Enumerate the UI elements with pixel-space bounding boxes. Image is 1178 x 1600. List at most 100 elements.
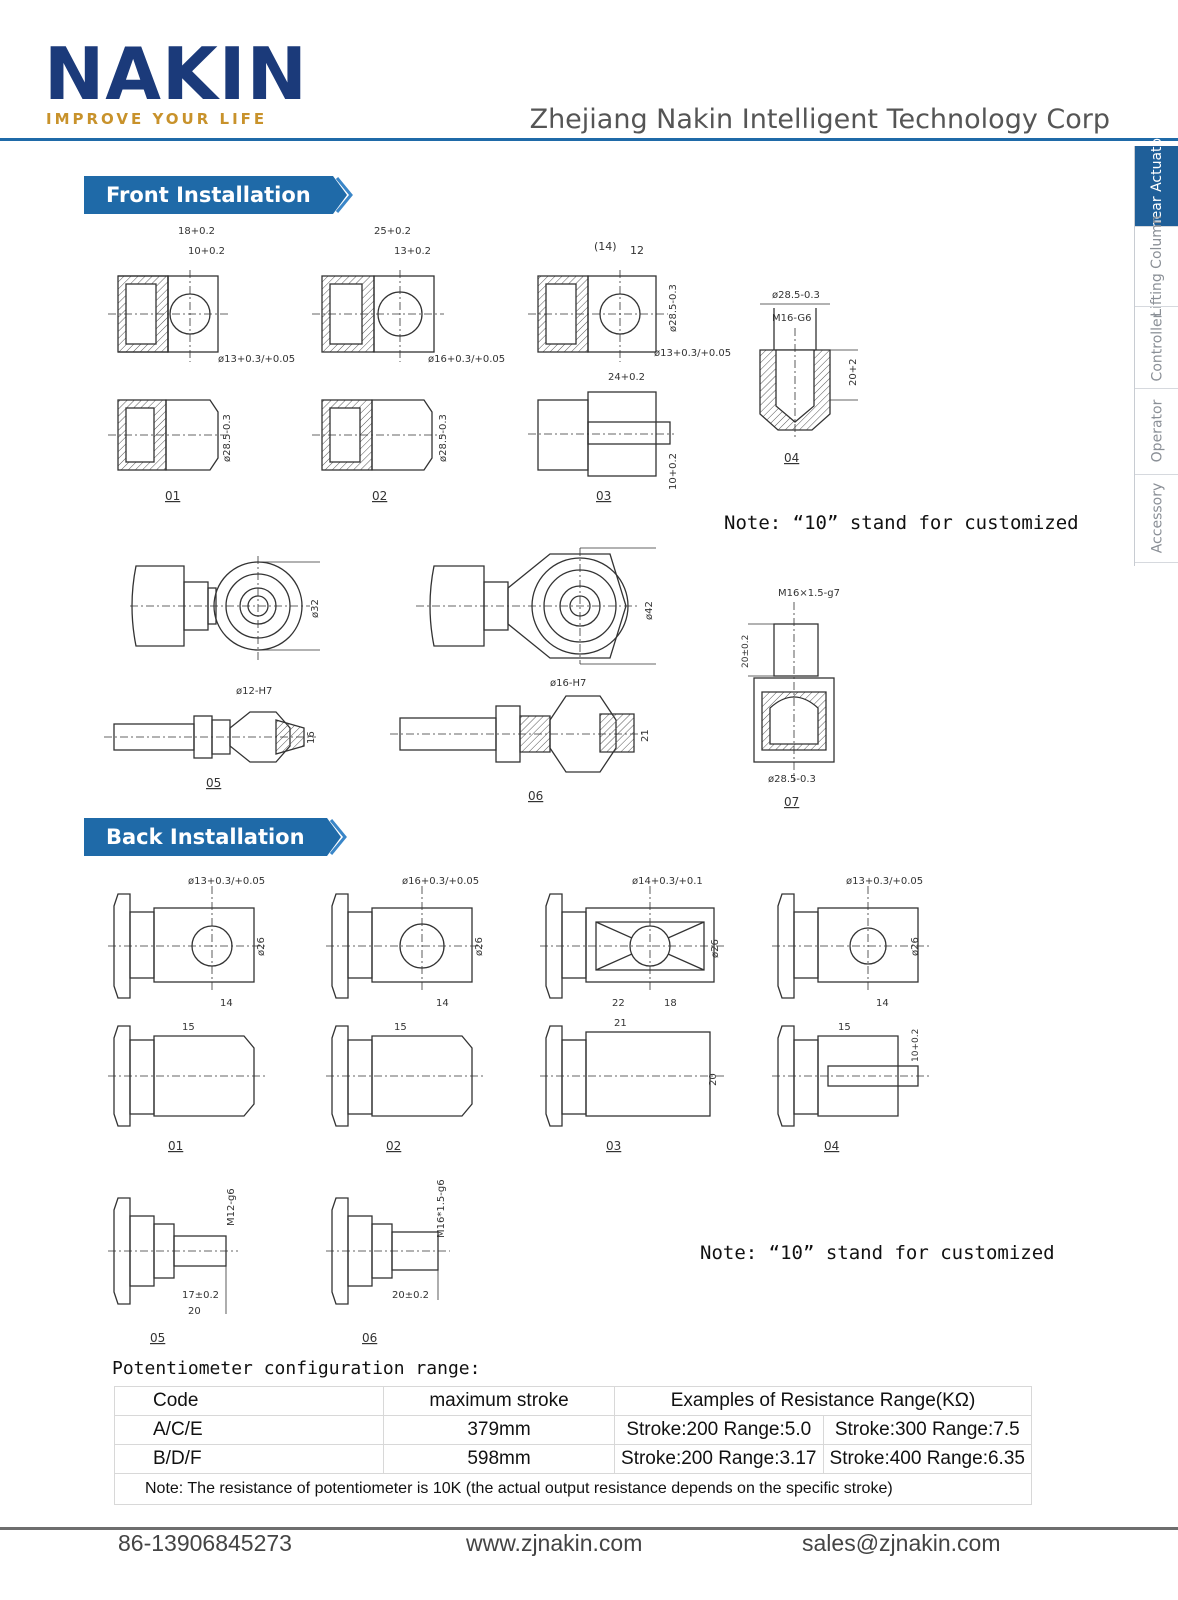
table-cell: Stroke:200 Range:5.0 [614, 1415, 824, 1445]
dim-label: 20 [188, 1306, 201, 1317]
dim-label: M16*1.5-g6 [436, 1179, 447, 1238]
dim-label: 12 [630, 244, 644, 257]
dim-label: 21 [640, 729, 651, 742]
footer-email-link[interactable]: sales@zjnakin.com [802, 1530, 1001, 1556]
back-drawing-03: ø14+0.3/+0.1 ø26 22 18 21 20 03 [540, 876, 726, 1153]
table-note: Note: The resistance of potentiometer is… [114, 1473, 1032, 1505]
drawing-label: 03 [606, 1139, 621, 1153]
dim-label: 14 [436, 998, 449, 1009]
potentiometer-title: Potentiometer configuration range: [112, 1358, 481, 1379]
dim-label: ø26 [710, 939, 721, 958]
dim-label: 20+2 [848, 359, 859, 386]
dim-label: 13+0.2 [394, 246, 431, 257]
table-note-row: Note: The resistance of potentiometer is… [114, 1473, 1032, 1505]
dim-label: M12-g6 [226, 1188, 237, 1226]
front-drawing-06: ø42 ø16-H7 21 06 [390, 547, 656, 803]
dim-label: ø13+0.3/+0.05 [188, 876, 265, 887]
table-cell: Stroke:300 Range:7.5 [822, 1415, 1032, 1445]
dim-label: ø13+0.3/+0.05 [846, 876, 923, 887]
dim-label: ø16+0.3/+0.05 [402, 876, 479, 887]
front-drawing-05: ø32 ø12-H7 16 05 [104, 556, 321, 790]
dim-label: 18+0.2 [178, 226, 215, 237]
dim-label: 14 [220, 998, 233, 1009]
dim-label: 21 [614, 1018, 627, 1029]
dim-label: ø42 [644, 601, 655, 620]
back-drawing-06: M16*1.5-g6 20±0.2 06 [326, 1179, 450, 1345]
back-drawing-04: ø13+0.3/+0.05 ø26 14 15 10+0.2 04 [772, 876, 932, 1153]
potentiometer-table: Code maximum stroke Examples of Resistan… [114, 1386, 1032, 1505]
table-cell: Stroke:200 Range:3.17 [614, 1444, 824, 1474]
drawing-label: 01 [165, 489, 180, 503]
dim-label: ø32 [310, 599, 321, 618]
side-tab-controller[interactable]: Controller [1135, 306, 1178, 388]
drawing-label: 05 [150, 1331, 165, 1345]
drawing-label: 01 [168, 1139, 183, 1153]
back-drawing-02: ø16+0.3/+0.05 ø26 14 15 02 [326, 876, 486, 1153]
side-tab-label: Operator [1149, 399, 1166, 463]
front-note: Note: “10” stand for customized [724, 512, 1079, 534]
dim-label: ø16-H7 [550, 678, 586, 689]
company-name: Zhejiang Nakin Intelligent Technology Co… [529, 104, 1110, 135]
dim-label: ø26 [474, 937, 485, 956]
side-tab-lifting-column[interactable]: Lifting Column [1135, 215, 1178, 317]
dim-label: ø13+0.3/+0.05 [654, 348, 731, 359]
dim-label: 10+0.2 [188, 246, 225, 257]
dim-label: 16 [306, 731, 317, 744]
dim-label: 15 [838, 1022, 851, 1033]
table-cell: A/C/E [114, 1415, 384, 1445]
back-note: Note: “10” stand for customized [700, 1242, 1055, 1264]
table-header: Code [114, 1386, 384, 1416]
back-drawing-01: ø13+0.3/+0.05 ø26 14 15 01 [108, 876, 268, 1153]
table-cell: Stroke:400 Range:6.35 [822, 1444, 1032, 1474]
drawing-label: 03 [596, 489, 611, 503]
table-cell: 598mm [383, 1444, 615, 1474]
dim-label: 10+0.2 [668, 453, 679, 490]
dim-label: ø12-H7 [236, 686, 272, 697]
dim-label: 20 [708, 1073, 719, 1086]
table-row: B/D/F 598mm Stroke:200 Range:3.17 Stroke… [114, 1444, 1032, 1474]
dim-label: M16×1.5-g7 [778, 588, 840, 599]
side-tab-linear-actuator[interactable]: Linear Actuator [1135, 132, 1178, 240]
back-drawing-05: M12-g6 17±0.2 20 05 [108, 1188, 238, 1345]
dim-label: ø14+0.3/+0.1 [632, 876, 703, 887]
dim-label: ø28.5-0.3 [668, 284, 679, 332]
chevron-arrow-icon [316, 176, 353, 214]
section-title: Front Installation [84, 176, 317, 214]
drawing-label: 05 [206, 776, 221, 790]
dim-label: ø28.5-0.3 [768, 774, 816, 785]
section-title: Back Installation [84, 818, 311, 856]
footer-divider [0, 1527, 1178, 1530]
drawing-label: 02 [372, 489, 387, 503]
side-tab-label: Controller [1149, 312, 1165, 382]
side-tab-label: Accessory [1149, 482, 1166, 554]
table-header: Examples of Resistance Range(KΩ) [614, 1386, 1032, 1416]
dim-label: ø28.5-0.3 [772, 290, 820, 301]
header-divider [0, 138, 1178, 141]
side-tab-operator[interactable]: Operator [1135, 388, 1178, 474]
dim-label: 10+0.2 [911, 1029, 921, 1062]
dim-label: 22 [612, 998, 625, 1009]
dim-label: 24+0.2 [608, 372, 645, 383]
brand-tagline: IMPROVE YOUR LIFE [46, 110, 268, 128]
front-drawing-03: (14) 12 ø28.5-0.3 ø13+0.3/+0.05 24+0.2 1… [528, 240, 731, 503]
front-drawing-02: 25+0.2 13+0.2 ø16+0.3/+0.05 ø28.5-0.3 02 [312, 226, 505, 503]
footer-website-link[interactable]: www.zjnakin.com [466, 1530, 643, 1556]
dim-label: ø13+0.3/+0.05 [218, 354, 295, 365]
side-tab-accessory[interactable]: Accessory [1135, 474, 1178, 562]
dim-label: 18 [664, 998, 677, 1009]
dim-label: ø16+0.3/+0.05 [428, 354, 505, 365]
table-header-row: Code maximum stroke Examples of Resistan… [114, 1386, 1032, 1416]
dim-label: ø26 [256, 937, 267, 956]
drawing-label: 04 [824, 1139, 839, 1153]
drawing-label: 04 [784, 451, 799, 465]
back-installation-banner: Back Installation [84, 818, 349, 856]
dim-label: (14) [594, 240, 617, 253]
drawing-label: 06 [362, 1331, 377, 1345]
dim-label: 20±0.2 [741, 635, 751, 668]
dim-label: ø28.5-0.3 [222, 414, 233, 462]
drawing-label: 02 [386, 1139, 401, 1153]
category-side-nav: Linear Actuator Lifting Column Controlle… [1134, 132, 1178, 566]
brand-logo: NAKIN [44, 32, 308, 116]
dim-label: ø26 [910, 937, 921, 956]
dim-label: 20±0.2 [392, 1290, 429, 1301]
